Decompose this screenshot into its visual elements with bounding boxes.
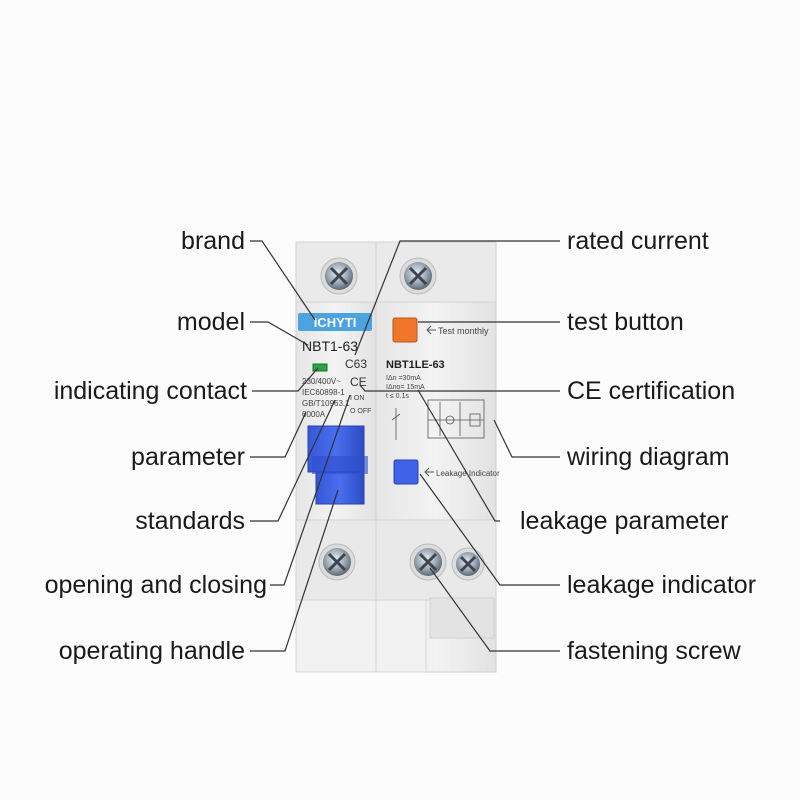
rcd-params-block: IΔn =30mA IΔno= 15mA t ≤ 0.1s [386, 375, 425, 400]
test-monthly-text: Test monthly [438, 326, 489, 336]
label-wiring-diagram: wiring diagram [567, 443, 730, 471]
operating-handle-shape [307, 425, 368, 505]
leakage-arrow-icon [424, 467, 434, 477]
leader-lines [250, 240, 560, 652]
screw-bottom-middle [409, 543, 447, 581]
right-module-housing [375, 241, 497, 673]
leader-line-indicating-contact [252, 367, 319, 392]
leader-line-parameter [250, 411, 307, 458]
leader-line-fastening-screw [429, 567, 560, 652]
leader-line-ce-certification [359, 384, 560, 392]
label-parameter: parameter [131, 443, 245, 471]
wiring-diagram-sketch [391, 399, 485, 440]
screw-bottom-right [451, 547, 485, 581]
screw-top-left [320, 257, 358, 295]
rated-current-text: C63 [345, 357, 367, 371]
off-text: O OFF [350, 408, 371, 415]
param-line: 6000A [302, 410, 326, 419]
leakage-indicator-shape [393, 459, 419, 485]
leakage-indicator-text: Leakage Indicator [436, 469, 500, 478]
label-operating-handle: operating handle [58, 637, 245, 665]
label-fastening-screw: fastening screw [567, 637, 741, 665]
param-line: GB/T10963.1 [302, 399, 350, 408]
test-button-shape [392, 317, 418, 343]
label-leakage-parameter: leakage parameter [520, 507, 729, 535]
brand-badge [298, 313, 372, 331]
label-indicating-contact: indicating contact [53, 377, 247, 405]
ce-mark-text: CE [350, 375, 367, 389]
leader-line-opening-closing [270, 394, 351, 586]
on-text: I ON [350, 395, 364, 402]
label-opening-and-closing: opening and closing [44, 571, 267, 599]
leader-line-standards [250, 399, 336, 522]
model-text: NBT1-63 [302, 338, 358, 354]
test-arrow-icon [426, 325, 436, 335]
leader-line-leakage-parameter [417, 389, 500, 522]
leader-line-rated-current [354, 240, 560, 356]
leader-line-operating-handle [250, 489, 339, 652]
label-brand: brand [181, 227, 245, 255]
screw-bottom-left [318, 543, 356, 581]
leader-line-leakage-indicator [419, 473, 560, 586]
leader-line-wiring-diagram [493, 419, 560, 458]
leader-line-brand [250, 240, 316, 321]
indicator-window [312, 363, 328, 372]
leader-line-model [250, 321, 309, 346]
label-standards: standards [135, 507, 245, 535]
rcd-param-line: t ≤ 0.1s [386, 393, 409, 400]
brand-badge-text: ICHYTI [314, 315, 357, 330]
param-line: IEC60898-1 [302, 388, 345, 397]
label-ce-certification: CE certification [567, 377, 736, 405]
param-line: 230/400V~ [302, 377, 341, 386]
label-model: model [176, 308, 245, 336]
rcd-param-line: IΔn =30mA [386, 375, 421, 382]
rcd-param-line: IΔno= 15mA [386, 384, 425, 391]
label-leakage-indicator: leakage indicator [567, 571, 757, 599]
rcd-model-text: NBT1LE-63 [386, 359, 445, 371]
screw-top-right [399, 257, 437, 295]
params-block: 230/400V~ IEC60898-1 GB/T10963.1 6000A [302, 377, 350, 419]
label-rated-current: rated current [567, 227, 709, 255]
label-test-button: test button [567, 308, 684, 336]
